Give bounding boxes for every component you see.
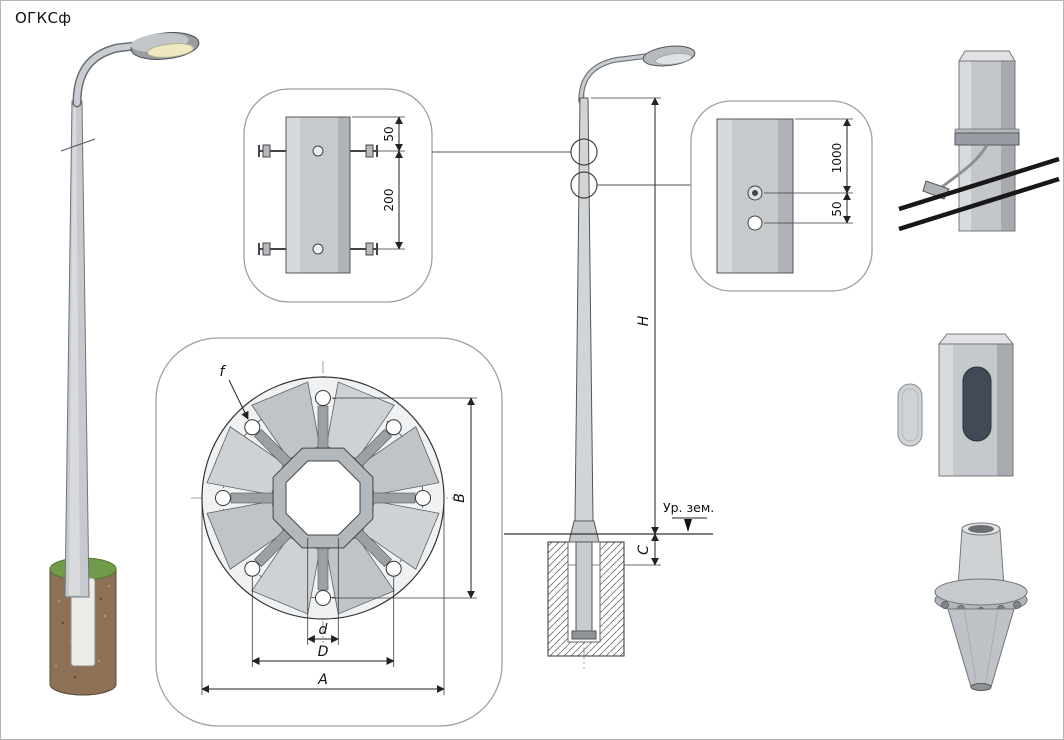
hand-hole	[962, 366, 992, 442]
elevation-luminaire	[642, 45, 696, 67]
dim-d-label: d	[319, 622, 328, 638]
clamp-band	[954, 132, 1020, 146]
handhole-cover-render	[897, 333, 1015, 477]
left-pole-render	[49, 32, 200, 696]
cable-2	[898, 176, 1060, 232]
lamp-lens	[147, 43, 194, 58]
holes-spacing-dim: 50	[830, 201, 844, 216]
elevation-shaft	[574, 97, 594, 522]
dim-B-label: B	[452, 493, 468, 503]
pole-inner-hole	[285, 460, 361, 536]
level-mark-icon	[684, 519, 692, 532]
suspension-loop	[941, 144, 989, 189]
cable-attachment-render	[898, 50, 1060, 232]
clamp-row-bottom	[258, 242, 378, 256]
dim-D-label: D	[318, 644, 329, 660]
clamp-detail-callout: 50 200	[243, 88, 433, 303]
weld-mark	[60, 138, 96, 152]
detail-mark-bottom	[570, 171, 598, 199]
flange-ring-top	[934, 578, 1028, 606]
dim-A-label: A	[317, 672, 328, 688]
hand-hole-cover	[897, 383, 923, 447]
dim-C-label: C	[636, 545, 652, 555]
luminaire	[130, 32, 200, 60]
detail-mark-top	[570, 138, 598, 166]
cable-1	[898, 156, 1060, 212]
bolt-hole-lower	[747, 215, 763, 231]
holes-offset-dim: 1000	[830, 143, 844, 174]
foundation-embed-render	[934, 522, 1028, 691]
page-title: ОГКСф	[15, 9, 72, 27]
flange-detail-callout: f B d D A	[155, 337, 503, 727]
dim-H-label: H	[636, 315, 652, 326]
clamp-row-top	[258, 144, 378, 158]
base-flare	[568, 520, 600, 543]
pole-elevation: Ур. зем. H C	[432, 45, 714, 669]
clamp-offset-dim: 50	[382, 126, 396, 141]
ground-label: Ур. зем.	[663, 500, 714, 515]
hole-dia-label: f	[220, 364, 227, 380]
embed-cone	[947, 608, 1015, 688]
holes-detail-callout: 1000 50	[690, 100, 873, 292]
bolt-holes	[215, 390, 431, 606]
clamp-spacing-dim: 200	[382, 189, 396, 212]
